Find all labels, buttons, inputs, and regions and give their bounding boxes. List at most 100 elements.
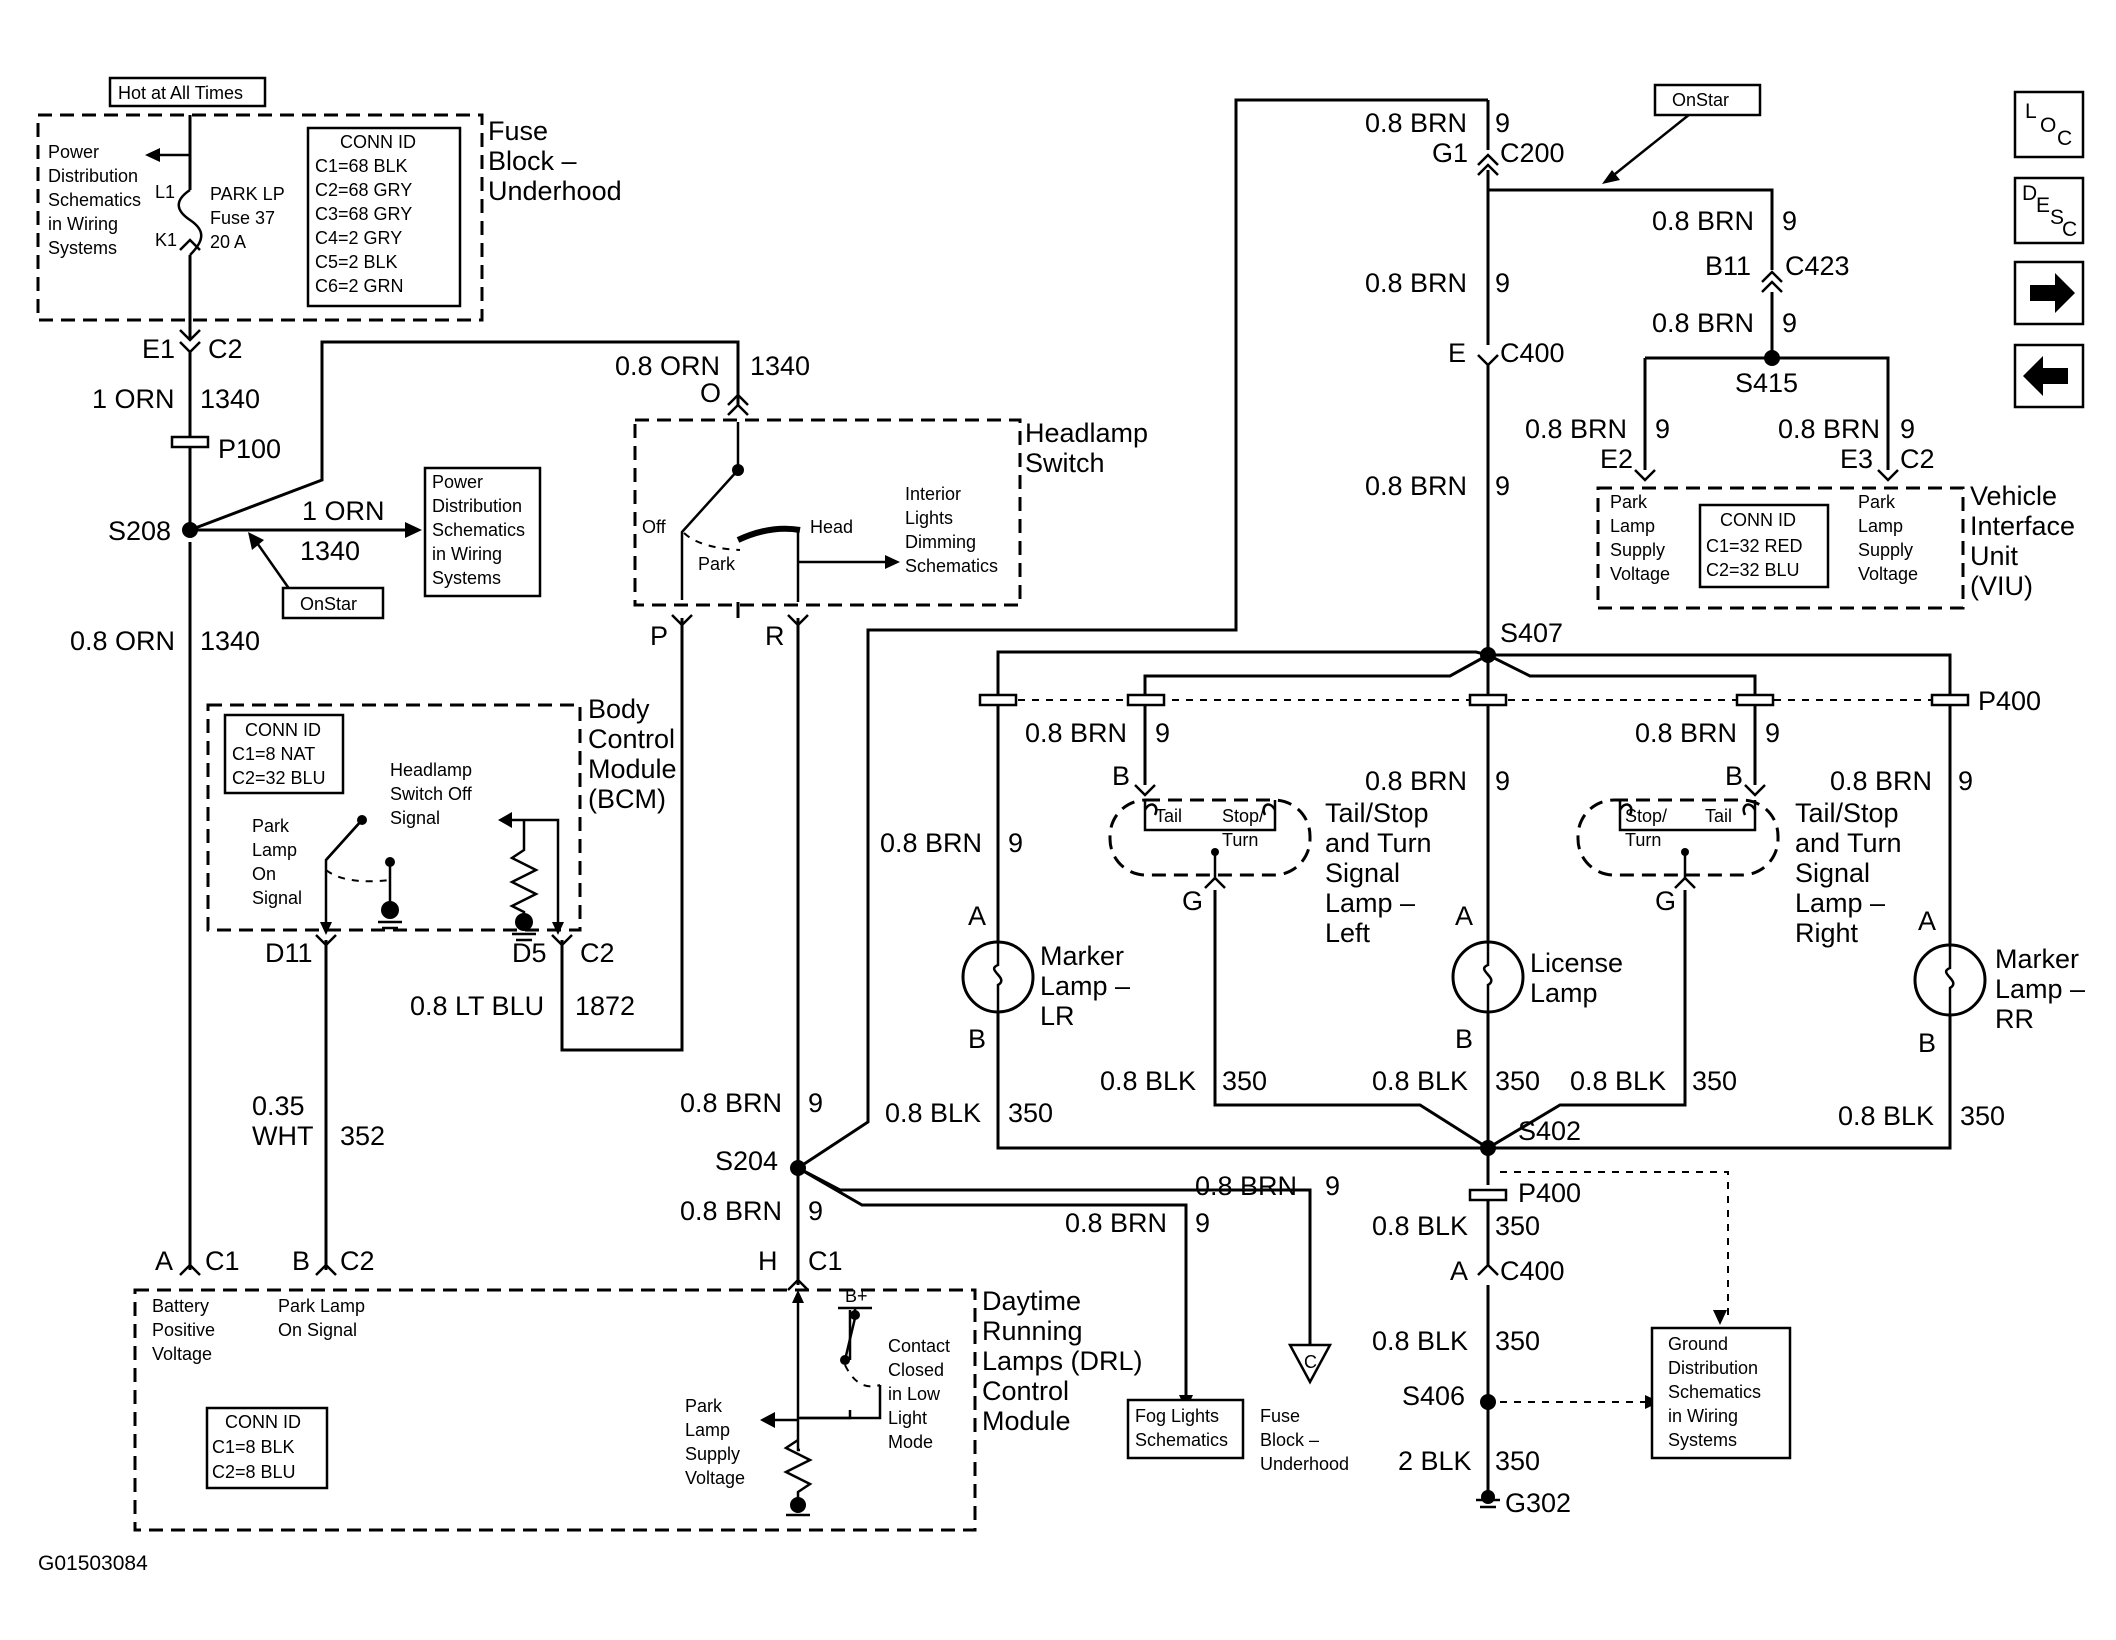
svg-text:Park: Park: [1610, 492, 1648, 512]
arrow-right-icon: [405, 522, 422, 538]
hot-box: [108, 76, 267, 108]
svg-text:Body: Body: [588, 694, 650, 724]
fuse-icon: [177, 188, 203, 256]
splice-icon: [1480, 647, 1496, 663]
pd-mid-box: [423, 466, 542, 598]
connector-icon: [727, 393, 749, 416]
svg-text:C: C: [2057, 127, 2072, 150]
svg-text:WHT: WHT: [252, 1121, 313, 1151]
svg-text:Running: Running: [982, 1316, 1083, 1346]
svg-text:P: P: [650, 621, 668, 651]
svg-text:L: L: [2025, 100, 2037, 123]
connector-icon: [671, 614, 809, 627]
svg-text:S208: S208: [108, 516, 171, 546]
splice-icon: [1480, 1394, 1496, 1410]
hot-label: Hot at All Times: [118, 83, 243, 103]
svg-text:R: R: [765, 621, 785, 651]
svg-text:Voltage: Voltage: [152, 1344, 212, 1364]
headlamp-switch-boundary: [633, 418, 1022, 607]
svg-text:C2=32 BLU: C2=32 BLU: [232, 768, 326, 788]
svg-text:0.8 BRN: 0.8 BRN: [680, 1088, 782, 1118]
svg-text:P400: P400: [1518, 1178, 1581, 1208]
svg-text:350: 350: [1960, 1101, 2005, 1131]
svg-text:Battery: Battery: [152, 1296, 209, 1316]
figure-id: G01503084: [38, 1552, 148, 1575]
svg-text:C1: C1: [205, 1246, 240, 1276]
svg-text:G: G: [1182, 886, 1203, 916]
svg-text:L1: L1: [155, 182, 175, 202]
svg-text:P100: P100: [218, 434, 281, 464]
bcm-conn-box: [223, 713, 345, 795]
svg-text:C: C: [1304, 1352, 1317, 1372]
arrow-left-icon: [760, 1412, 775, 1428]
svg-text:Daytime: Daytime: [982, 1286, 1081, 1316]
svg-text:Lamp: Lamp: [1610, 516, 1655, 536]
svg-text:C423: C423: [1785, 251, 1850, 281]
svg-text:Positive: Positive: [152, 1320, 215, 1340]
tail-lamp-right: [1576, 798, 1780, 880]
connector-icon: [1634, 469, 1899, 482]
svg-text:Right: Right: [1795, 918, 1859, 948]
svg-text:B: B: [1112, 761, 1130, 791]
fuse-block-boundary: [36, 113, 484, 322]
p400-bottom-connector: [1468, 1188, 1508, 1202]
svg-text:O: O: [700, 378, 721, 408]
svg-text:Park: Park: [685, 1396, 723, 1416]
svg-text:Systems: Systems: [432, 568, 501, 588]
svg-text:License: License: [1530, 948, 1623, 978]
svg-text:Fuse: Fuse: [488, 116, 548, 146]
svg-text:9: 9: [1495, 268, 1510, 298]
svg-text:Stop/: Stop/: [1625, 806, 1667, 826]
onstar-top-box: [1653, 83, 1762, 117]
svg-text:P400: P400: [1978, 686, 2041, 716]
svg-text:0.8 BRN: 0.8 BRN: [1830, 766, 1932, 796]
svg-text:C2: C2: [580, 938, 615, 968]
desc-icon[interactable]: [2013, 176, 2085, 245]
svg-text:9: 9: [1195, 1208, 1210, 1238]
svg-text:E: E: [2036, 194, 2050, 217]
svg-text:9: 9: [1008, 828, 1023, 858]
svg-text:0.8 BLK: 0.8 BLK: [1570, 1066, 1666, 1096]
svg-text:C400: C400: [1500, 1256, 1565, 1286]
svg-text:Systems: Systems: [48, 238, 117, 258]
svg-text:9: 9: [1155, 718, 1170, 748]
loc-icon[interactable]: [2013, 90, 2085, 159]
svg-text:B: B: [1918, 1028, 1936, 1058]
connector-icon: [1477, 1263, 1499, 1276]
nav-icons: L O C D E S C: [2013, 90, 2085, 409]
svg-text:Lamp –: Lamp –: [1995, 974, 2085, 1004]
fb-conn-box: [306, 126, 462, 308]
ground-icon: [515, 913, 533, 931]
onstar-left-box: [281, 586, 385, 620]
svg-text:Control: Control: [588, 724, 675, 754]
svg-text:Off: Off: [642, 517, 667, 537]
svg-text:9: 9: [1495, 471, 1510, 501]
svg-text:Lamp –: Lamp –: [1795, 888, 1885, 918]
svg-text:S407: S407: [1500, 618, 1563, 648]
svg-text:0.8 BRN: 0.8 BRN: [1195, 1171, 1297, 1201]
svg-text:C1=8 NAT: C1=8 NAT: [232, 744, 315, 764]
svg-text:0.8 BRN: 0.8 BRN: [1652, 206, 1754, 236]
svg-text:9: 9: [808, 1196, 823, 1226]
ground-icon: [381, 901, 399, 919]
svg-text:0.8 BRN: 0.8 BRN: [1525, 414, 1627, 444]
svg-text:A: A: [155, 1246, 173, 1276]
svg-text:9: 9: [808, 1088, 823, 1118]
svg-text:in Low: in Low: [888, 1384, 941, 1404]
svg-text:350: 350: [1222, 1066, 1267, 1096]
svg-text:0.8 BRN: 0.8 BRN: [1365, 766, 1467, 796]
svg-text:Interior: Interior: [905, 484, 961, 504]
svg-text:Tail/Stop: Tail/Stop: [1795, 798, 1899, 828]
svg-text:Turn: Turn: [1625, 830, 1661, 850]
svg-text:(VIU): (VIU): [1970, 571, 2033, 601]
svg-text:Voltage: Voltage: [1610, 564, 1670, 584]
svg-text:and Turn: and Turn: [1325, 828, 1432, 858]
connector-icon: [179, 329, 201, 354]
tail-lamp-left: [1108, 798, 1312, 880]
svg-text:LR: LR: [1040, 1001, 1075, 1031]
svg-text:0.8 ORN: 0.8 ORN: [615, 351, 720, 381]
svg-text:0.8 BRN: 0.8 BRN: [680, 1196, 782, 1226]
triangle-icon: [1287, 1343, 1333, 1385]
svg-text:On: On: [252, 864, 276, 884]
svg-text:O: O: [2040, 114, 2056, 137]
